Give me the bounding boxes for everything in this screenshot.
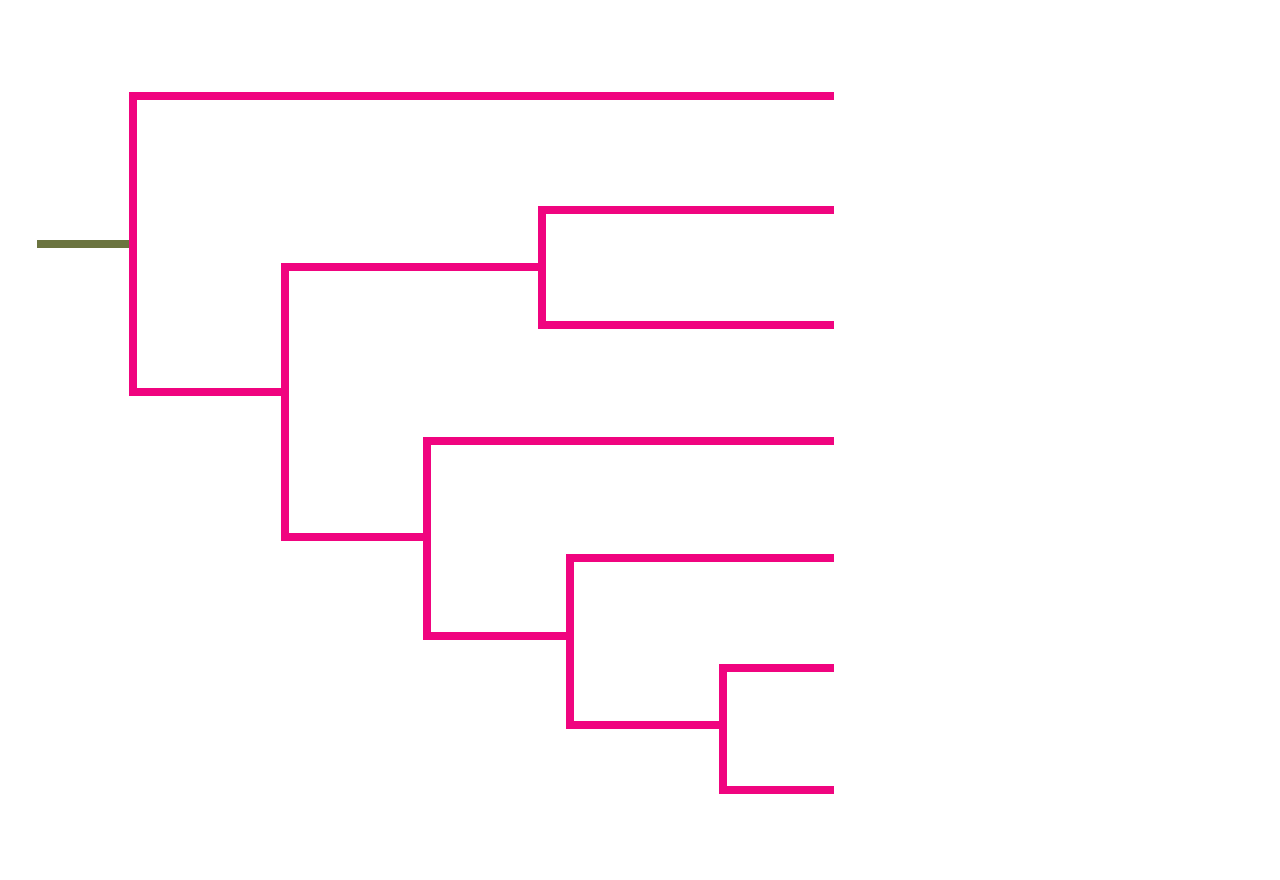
dendrogram	[37, 92, 834, 794]
